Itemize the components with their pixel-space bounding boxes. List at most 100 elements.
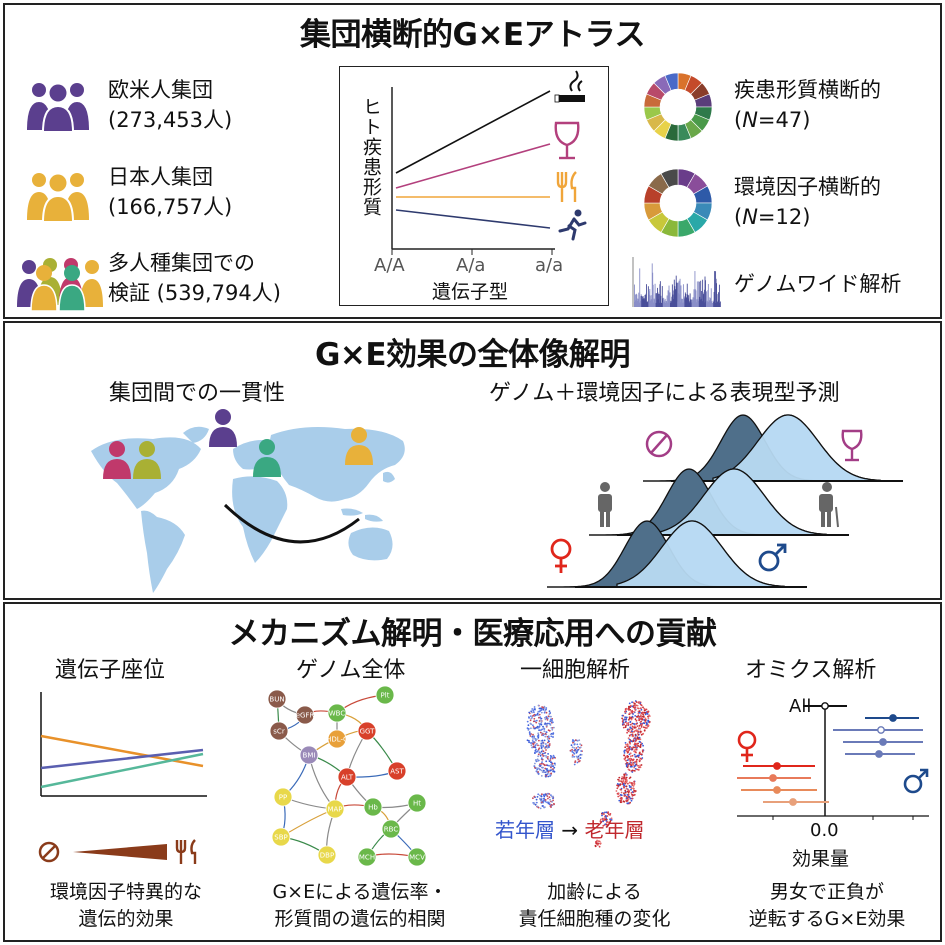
cell-dot [626, 751, 629, 753]
manhattan-bar [655, 302, 657, 307]
cell-dot [532, 745, 535, 748]
cell-dot [534, 803, 537, 806]
cell-dot [642, 722, 645, 724]
manhattan-bar [682, 284, 684, 307]
cell-dot [629, 760, 631, 762]
network-node-label: BMI [303, 752, 316, 760]
cell-dot [628, 768, 630, 771]
single-cell-umap [526, 700, 651, 848]
cell-dot [628, 702, 631, 705]
manhattan-bar [677, 282, 679, 307]
cell-dot [548, 764, 550, 767]
cell-dot [625, 787, 628, 790]
cell-dot [625, 765, 628, 768]
cell-dot [630, 764, 633, 767]
cell-dot [640, 712, 643, 715]
cell-dot [629, 755, 632, 758]
single-cell-caption: 加齢による責任細胞種の変化 [518, 881, 671, 930]
cell-dot [628, 712, 631, 715]
cell-dot [634, 743, 637, 745]
network-node-label: DBP [320, 852, 334, 860]
cell-dot [631, 701, 633, 704]
cell-dot [574, 761, 576, 764]
manhattan-bar [635, 293, 637, 307]
cell-dot [534, 766, 536, 769]
cell-dot [599, 842, 602, 845]
manhattan-bar [654, 283, 656, 307]
cell-dot [542, 763, 544, 765]
cell-dot [544, 806, 546, 808]
world-map [91, 409, 405, 593]
omics-heading: オミクス解析 [745, 658, 877, 683]
manhattan-bar [716, 302, 718, 307]
cell-dot [548, 793, 551, 795]
cell-dot [646, 712, 648, 715]
manhattan-bar [644, 300, 645, 307]
cell-dot [631, 711, 633, 714]
cell-dot [545, 749, 547, 751]
cell-dot [573, 763, 576, 766]
manhattan-bar [702, 292, 704, 307]
manhattan-bar [700, 280, 702, 307]
forest-point [789, 798, 797, 806]
manhattan-bar [634, 284, 635, 307]
cell-dot [633, 782, 635, 785]
network-node-label: WBC [329, 710, 346, 718]
locus-caption: 環境因子特異的な遺伝的効果 [49, 881, 202, 930]
cell-dot [630, 740, 633, 743]
wine-glass-icon [554, 121, 580, 160]
network-node-label: Ht [413, 800, 421, 808]
cell-dot [531, 715, 534, 717]
manhattan-bar [689, 301, 691, 307]
manhattan-bar [668, 291, 669, 307]
cell-dot [636, 732, 639, 734]
cell-dot [639, 718, 641, 721]
cell-dot [578, 760, 580, 763]
cell-dot [636, 768, 639, 771]
cell-dot [539, 731, 542, 734]
manhattan-bar [713, 291, 715, 307]
cell-dot [621, 714, 624, 717]
cell-dot [575, 755, 578, 758]
network-node-label: Hb [368, 804, 378, 812]
cell-dot [633, 725, 636, 728]
cell-dot [539, 768, 541, 771]
cell-dot [633, 750, 635, 753]
manhattan-bar [669, 299, 670, 307]
cell-dot [535, 801, 538, 804]
cell-dot [626, 779, 628, 781]
cell-dot [638, 710, 641, 712]
cell-dot [551, 719, 553, 722]
manhattan-bar [681, 299, 682, 307]
cell-dot [536, 758, 539, 761]
cell-dot [631, 732, 634, 734]
manhattan-bar [688, 302, 690, 307]
cell-dot [573, 755, 575, 758]
manhattan-bar [670, 300, 672, 307]
manhattan-bar [695, 290, 697, 307]
network-node-label: PP [279, 794, 287, 802]
cell-dot [602, 813, 605, 816]
cell-dot [529, 722, 532, 725]
manhattan-plot-icon [632, 257, 721, 307]
cell-dot [526, 739, 529, 742]
cell-dot [571, 750, 574, 753]
manhattan-bar [670, 302, 672, 307]
cell-dot [622, 721, 625, 724]
cell-dot [617, 795, 620, 798]
cell-dot [631, 715, 634, 718]
cell-dot [642, 732, 645, 735]
cell-dot [636, 737, 639, 740]
cell-dot [640, 714, 642, 716]
cell-dot [542, 725, 544, 728]
cell-dot [633, 765, 636, 768]
cell-dot [539, 797, 541, 800]
manhattan-bar [653, 302, 655, 307]
manhattan-bar [694, 297, 695, 307]
cell-dot [635, 719, 638, 722]
manhattan-bar [672, 298, 674, 307]
cell-dot [548, 803, 551, 805]
cell-dot [636, 704, 639, 707]
disease-traits-donut-icon [643, 72, 713, 142]
cell-dot [626, 790, 629, 793]
